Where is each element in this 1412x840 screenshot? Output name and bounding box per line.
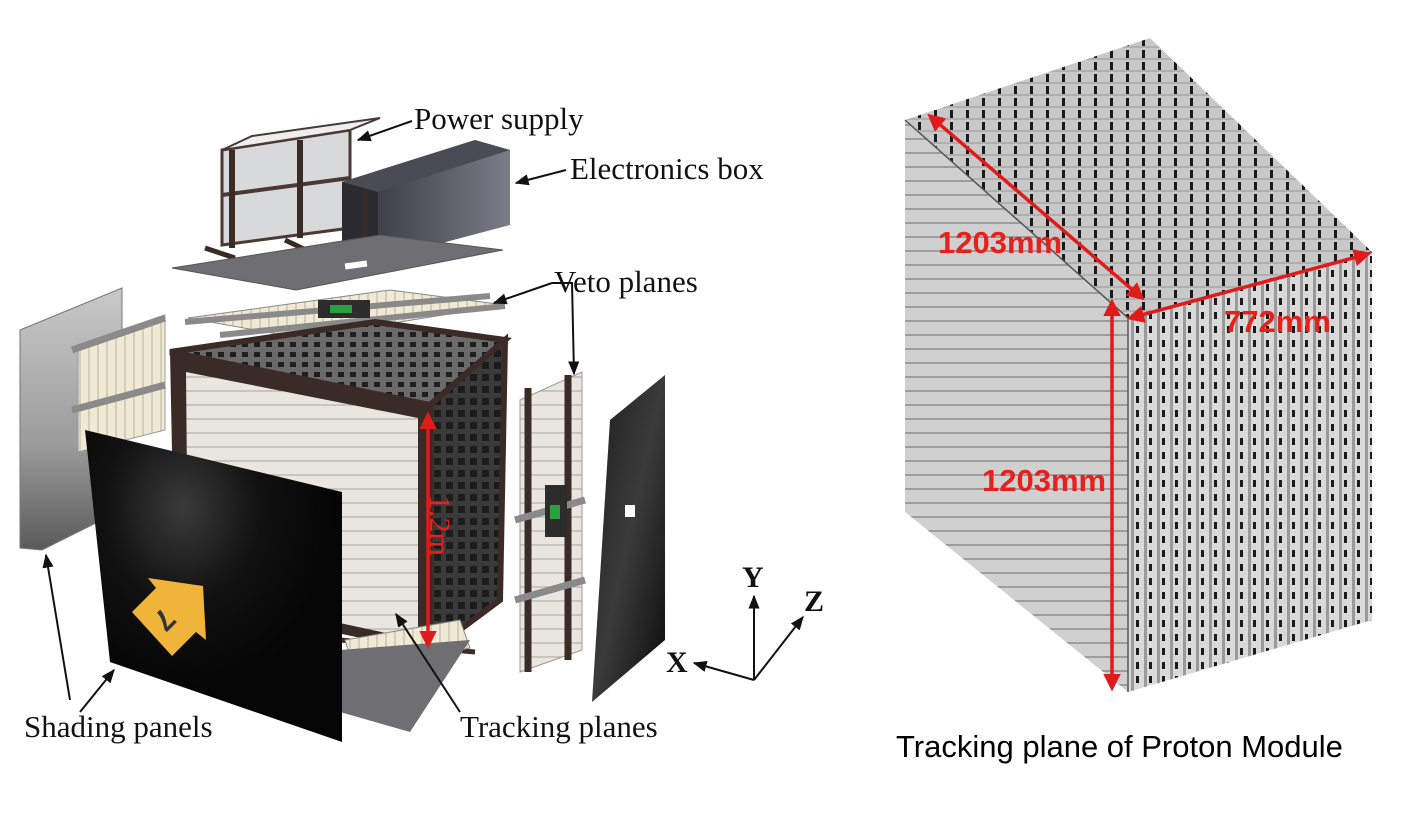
width-label: 772mm	[1224, 304, 1331, 339]
top-veto-plane	[184, 289, 506, 339]
tracking-planes-label: Tracking planes	[460, 709, 658, 744]
width-dimension-arrow	[1126, 249, 1372, 323]
right-veto-plane	[514, 371, 586, 673]
top-depth-dimension-arrow	[927, 113, 1145, 301]
callout-leaders	[42, 120, 580, 713]
power-supply-label: Power supply	[414, 101, 584, 136]
panel-slot	[625, 505, 635, 517]
z-axis-label: Z	[804, 585, 824, 618]
right-shading-panel	[592, 375, 665, 702]
height-label: 1203mm	[982, 463, 1106, 498]
top-depth-label: 1203mm	[938, 225, 1062, 260]
coordinate-axes: Y X Z	[666, 561, 824, 681]
veto-planes-label: Veto planes	[554, 264, 698, 299]
tracking-plane-block-diagram: 1203mm 772mm 1203mm Tracking plane of Pr…	[896, 38, 1373, 764]
panel-arrow-badge: 7	[132, 578, 206, 656]
y-axis-label: Y	[742, 561, 764, 594]
front-shading-panel	[85, 430, 342, 742]
left-veto-plane	[70, 314, 167, 453]
bottom-shading-plate	[340, 640, 470, 732]
exploded-detector-diagram: 7 1.2m Power supply	[19, 101, 824, 744]
top-cover-plate	[171, 234, 504, 291]
caption: Tracking plane of Proton Module	[896, 729, 1343, 764]
electronics-box-label: Electronics box	[570, 151, 764, 186]
height-dimension-label: 1.2m	[423, 495, 456, 556]
plate-slot	[344, 260, 368, 270]
shading-panels-label: Shading panels	[24, 709, 213, 744]
block-front-face	[1128, 252, 1372, 692]
x-axis-label: X	[666, 646, 688, 679]
